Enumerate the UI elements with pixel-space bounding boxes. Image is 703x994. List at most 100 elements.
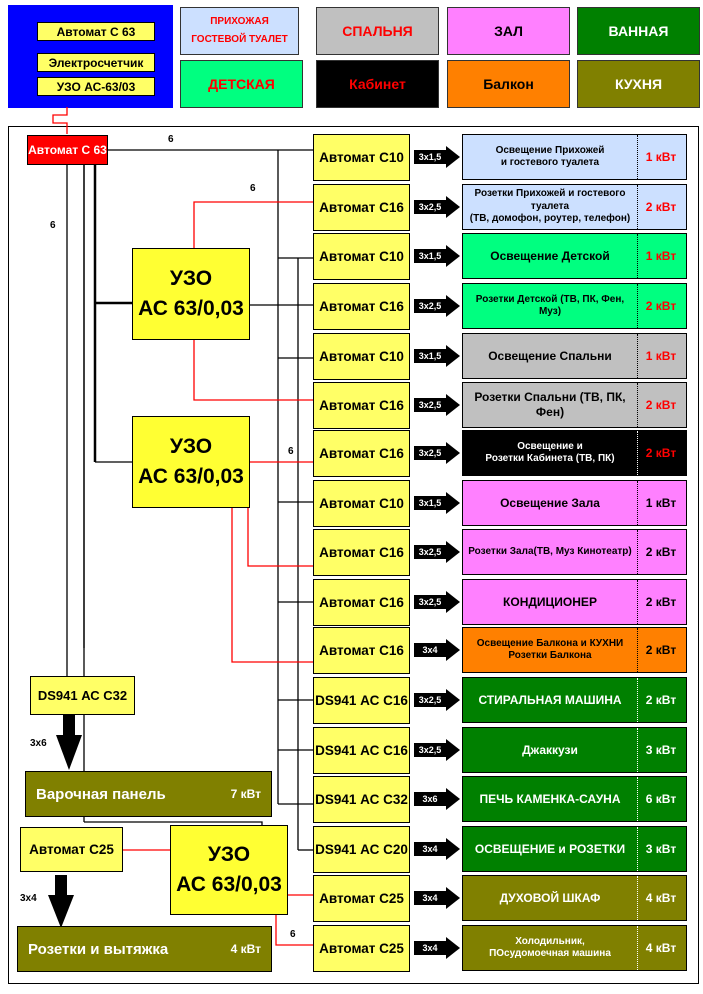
cable-size-label: 3х6	[30, 738, 47, 749]
arrow-head-icon	[446, 639, 460, 661]
hob-circuit: Варочная панель 7 кВт	[25, 771, 272, 817]
load-power: 3 кВт	[645, 742, 677, 757]
arrow-head-icon	[446, 394, 460, 416]
load-name: ОСВЕЩЕНИЕ и РОЗЕТКИ	[474, 841, 626, 856]
arrow-head-icon	[446, 245, 460, 267]
load-power: 1 кВт	[645, 248, 677, 263]
load-name: ПЕЧЬ КАМЕНКА-САУНА	[479, 791, 621, 806]
arrow-head-icon	[446, 739, 460, 761]
cable-size-label: 3х2,5	[414, 743, 446, 757]
rcd-block-3: УЗО АС 63/0,03	[170, 825, 288, 915]
load-name: Освещение и Розетки Кабинета (ТВ, ПК)	[485, 440, 615, 465]
load-name: Розетки Зала(ТВ, Муз Кинотеатр)	[468, 545, 632, 557]
cable-size-label: 3х2,5	[414, 398, 446, 412]
divider	[637, 628, 638, 672]
cable-arrow: 3х2,5	[414, 739, 462, 761]
load-power: 2 кВт	[645, 692, 677, 707]
circuit-breaker: Автомат С25	[313, 875, 410, 922]
circuit-load: ПЕЧЬ КАМЕНКА-САУНА 6 кВт	[462, 776, 687, 822]
load-power: 2 кВт	[645, 199, 677, 214]
wire-size-label: 6	[50, 220, 56, 231]
cable-size-label: 3х2,5	[414, 545, 446, 559]
sockets-hood-circuit: Розетки и вытяжка 4 кВт	[17, 926, 272, 972]
circuit-breaker: Автомат С16	[313, 382, 410, 429]
main-breaker-c63: Автомат С 63	[27, 135, 108, 165]
load-name: Розетки Прихожей и гостевого туалета (ТВ…	[469, 188, 631, 225]
rcd-rating: АС 63/0,03	[176, 873, 282, 896]
breaker-ds941-c32-hob: DS941 АС С32	[30, 676, 135, 715]
load-power: 6 кВт	[645, 791, 677, 806]
cable-size-label: 3х2,5	[414, 693, 446, 707]
cable-arrow: 3х4	[414, 639, 462, 661]
cable-arrow: 3х2,5	[414, 591, 462, 613]
load-name: ДУХОВОЙ ШКАФ	[499, 890, 601, 905]
load-name: КОНДИЦИОНЕР	[503, 594, 597, 609]
circuit-breaker: Автомат С16	[313, 184, 410, 231]
cable-size-label: 3х1,5	[414, 249, 446, 263]
circuit-breaker: DS941 АС С32	[313, 776, 410, 823]
divider	[637, 580, 638, 624]
circuit-breaker: Автомат С16	[313, 283, 410, 330]
cable-size-label: 3х2,5	[414, 446, 446, 460]
room-legend-5: Кабинет	[316, 60, 439, 108]
load-power: 1 кВт	[645, 149, 677, 164]
rcd-rating: АС 63/0,03	[138, 297, 244, 320]
arrow-head-icon	[446, 196, 460, 218]
divider	[637, 728, 638, 772]
circuit-load: Джаккузи 3 кВт	[462, 727, 687, 773]
circuit-load: Освещение и Розетки Кабинета (ТВ, ПК)2 к…	[462, 430, 687, 476]
divider	[637, 876, 638, 920]
load-name: Холодильник, ПОсудомоечная машина	[489, 935, 611, 960]
divider	[637, 926, 638, 970]
cable-arrow: 3х2,5	[414, 196, 462, 218]
cable-size-label: 3х4	[20, 893, 37, 904]
load-power: 2 кВт	[645, 397, 677, 412]
arrow-head-icon	[446, 541, 460, 563]
cable-arrow: 3х4	[414, 887, 462, 909]
divider	[637, 234, 638, 278]
wire-size-label: 6	[290, 929, 296, 940]
room-legend-7: КУХНЯ	[577, 60, 700, 108]
cable-size-label: 3х4	[414, 643, 446, 657]
circuit-breaker: Автомат С25	[313, 925, 410, 972]
divider	[637, 481, 638, 525]
load-power: 1 кВт	[645, 495, 677, 510]
divider	[637, 383, 638, 427]
circuit-breaker: DS941 АС С16	[313, 727, 410, 774]
circuit-load: Освещение Прихожей и гостевого туалета 1 …	[462, 134, 687, 180]
circuit-breaker: Автомат С10	[313, 333, 410, 380]
arrow-head-icon	[446, 146, 460, 168]
arrow-head-icon	[446, 591, 460, 613]
cable-arrow: 3х4	[414, 937, 462, 959]
divider	[637, 777, 638, 821]
cable-arrow: 3х6	[414, 788, 462, 810]
circuit-load: Розетки Прихожей и гостевого туалета (ТВ…	[462, 184, 687, 230]
cable-arrow: 3х1,5	[414, 146, 462, 168]
room-legend-4: ДЕТСКАЯ	[180, 60, 303, 108]
room-legend-0: ПРИХОЖАЯ ГОСТЕВОЙ ТУАЛЕТ	[180, 7, 299, 55]
circuit-load: Розетки Зала(ТВ, Муз Кинотеатр)2 кВт	[462, 529, 687, 575]
load-name: Освещение Прихожей и гостевого туалета	[495, 144, 605, 169]
cable-size-label: 3х4	[414, 842, 446, 856]
room-legend-1: СПАЛЬНЯ	[316, 7, 439, 55]
rcd-tag: УЗО АС-63/03	[37, 77, 155, 96]
divider	[637, 431, 638, 475]
circuit-breaker: Автомат С16	[313, 627, 410, 674]
cable-arrow: 3х2,5	[414, 295, 462, 317]
cable-size-label: 3х1,5	[414, 496, 446, 510]
wire-size-label: 6	[168, 134, 174, 145]
arrow-head-icon	[446, 788, 460, 810]
hob-label: Варочная панель	[36, 785, 166, 803]
load-name: Джаккузи	[522, 742, 578, 757]
load-name: Освещение Балкона и КУХНИ Розетки Балкон…	[476, 637, 624, 662]
cable-size-label: 3х4	[414, 941, 446, 955]
divider	[637, 135, 638, 179]
arrow-head-icon	[446, 345, 460, 367]
arrow-head-icon	[446, 442, 460, 464]
circuit-breaker: Автомат С16	[313, 579, 410, 626]
